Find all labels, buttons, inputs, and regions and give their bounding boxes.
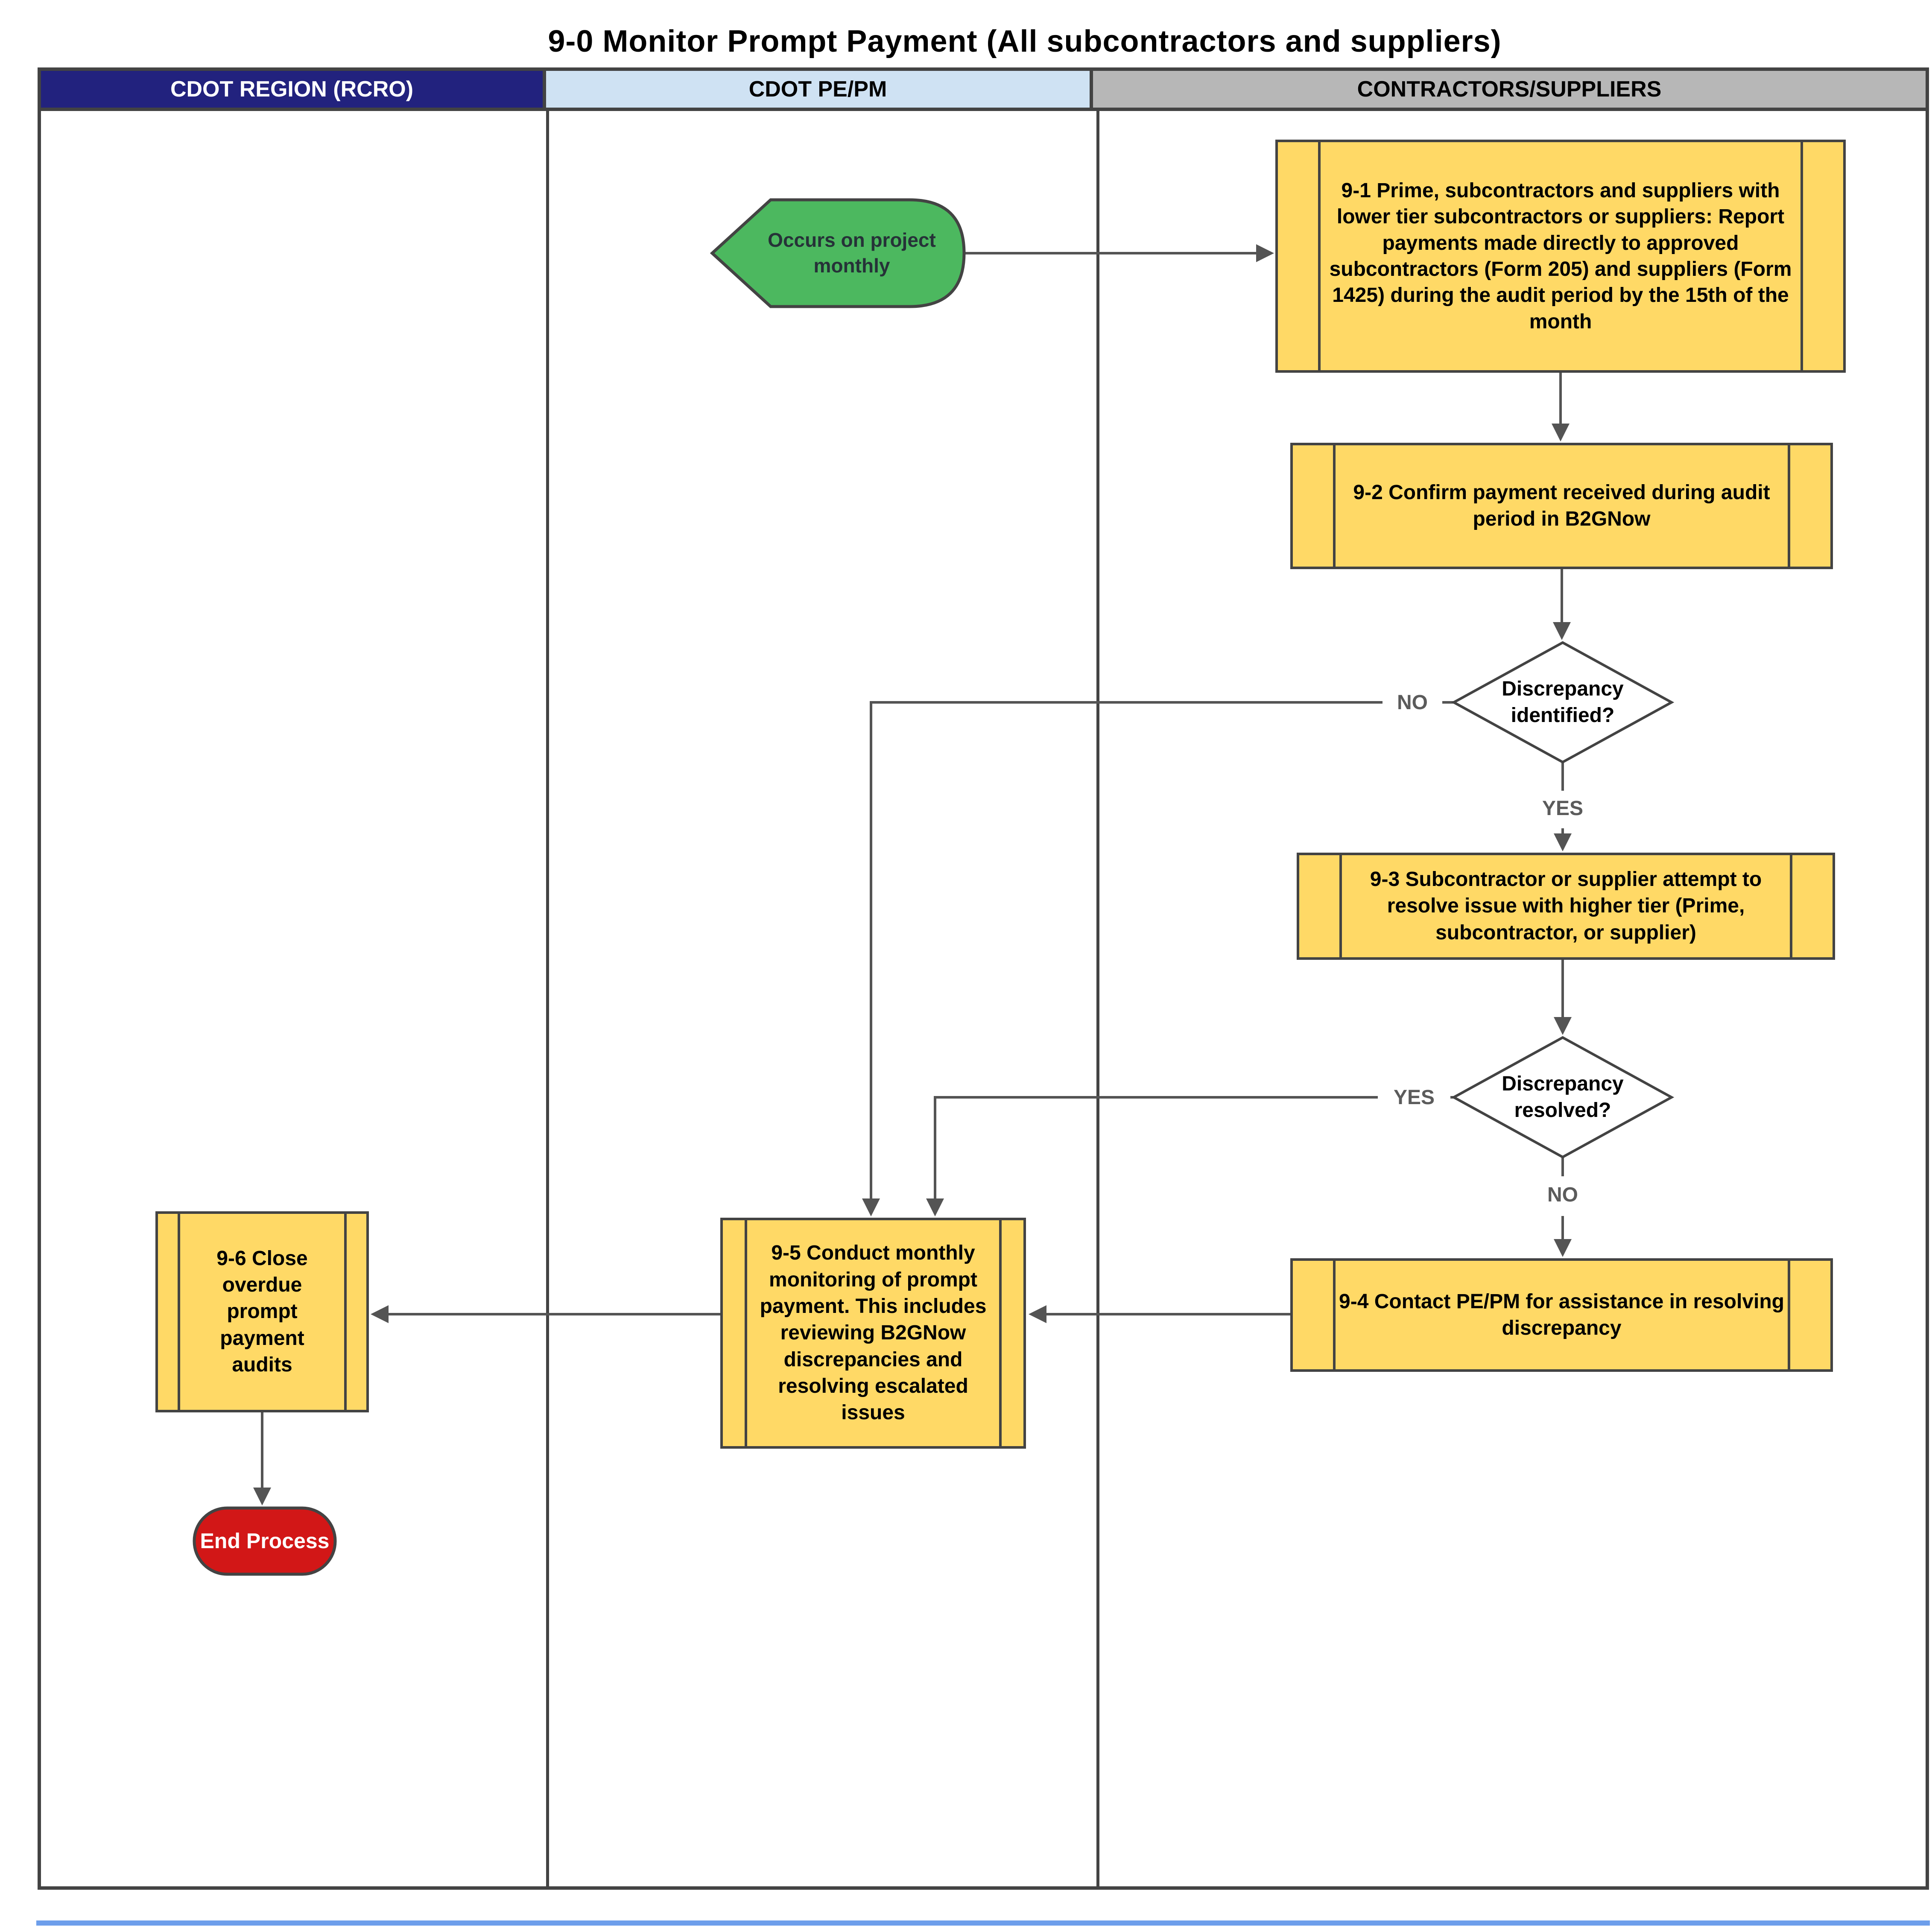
task-9-3-shape bbox=[1297, 853, 1835, 960]
edge-label-decision-1-no: NO bbox=[1383, 688, 1442, 716]
connector-decision-1-no-to-9-5 bbox=[862, 701, 1454, 1216]
lane-header-row: CDOT REGION (RCRO) CDOT PE/PM CONTRACTOR… bbox=[41, 71, 1926, 111]
task-9-3-label: 9-3 Subcontractor or supplier attempt to… bbox=[1370, 868, 1762, 944]
connector-decision-2-yes-to-9-5 bbox=[926, 1096, 1454, 1216]
start-event-shape bbox=[710, 198, 966, 308]
task-9-2-label: 9-2 Confirm payment received during audi… bbox=[1353, 481, 1770, 530]
swimlane-frame: CDOT REGION (RCRO) CDOT PE/PM CONTRACTOR… bbox=[38, 67, 1929, 1890]
end-event-label: End Process bbox=[200, 1529, 330, 1553]
end-event-shape bbox=[193, 1506, 337, 1576]
decision-1-shape bbox=[1451, 641, 1675, 764]
task-9-6-label: 9-6 Close overdue prompt payment audits bbox=[216, 1247, 308, 1377]
edge-label-decision-2-yes: YES bbox=[1378, 1083, 1450, 1111]
lane-divider-2 bbox=[1096, 108, 1099, 1890]
lane-divider-1 bbox=[546, 108, 549, 1890]
task-9-5-shape bbox=[720, 1218, 1026, 1449]
task-9-4-label: 9-4 Contact PE/PM for assistance in reso… bbox=[1339, 1290, 1784, 1339]
task-9-2-shape bbox=[1290, 443, 1833, 569]
lane-header-cdot-pepm: CDOT PE/PM bbox=[546, 71, 1093, 111]
task-9-4-shape bbox=[1290, 1258, 1833, 1372]
task-9-6-shape bbox=[155, 1211, 369, 1412]
decision-1-label: Discrepancy identified? bbox=[1502, 677, 1624, 727]
lane-header-cdot-region: CDOT REGION (RCRO) bbox=[41, 71, 546, 111]
edge-label-decision-2-no: NO bbox=[1533, 1181, 1593, 1209]
decision-2-label: Discrepancy resolved? bbox=[1502, 1072, 1624, 1122]
decision-2-shape bbox=[1451, 1036, 1675, 1159]
lane-header-contractors-suppliers: CONTRACTORS/SUPPLIERS bbox=[1093, 71, 1926, 111]
page-divider-line bbox=[36, 1920, 1930, 1926]
task-9-5-label: 9-5 Conduct monthly monitoring of prompt… bbox=[760, 1242, 987, 1424]
start-event-label: Occurs on project monthly bbox=[768, 229, 936, 277]
edge-label-decision-1-yes: YES bbox=[1526, 794, 1599, 822]
task-9-1-label: 9-1 Prime, subcontractors and suppliers … bbox=[1329, 179, 1792, 333]
task-9-1-shape bbox=[1275, 140, 1846, 373]
page-title: 9-0 Monitor Prompt Payment (All subcontr… bbox=[548, 24, 1502, 58]
